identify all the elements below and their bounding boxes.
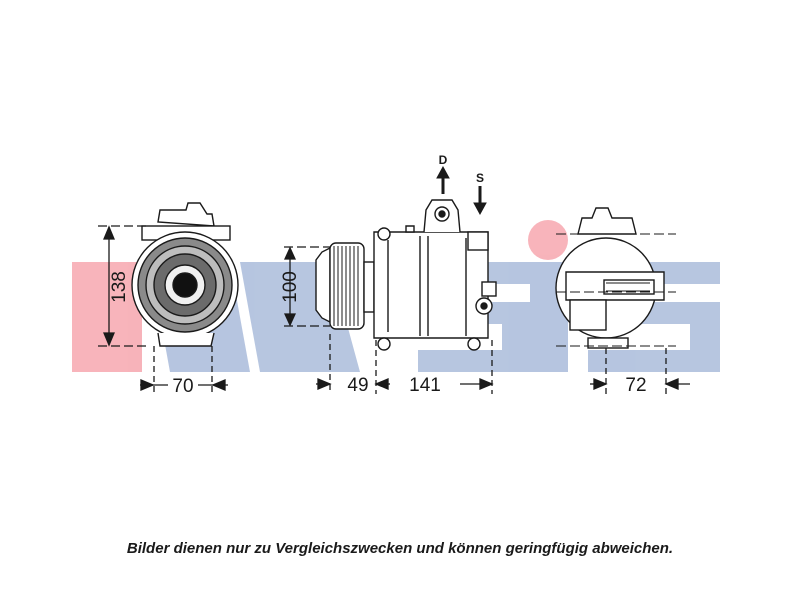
rear-width-dimension	[590, 348, 690, 396]
disclaimer-caption: Bilder dienen nur zu Vergleichszwecken u…	[126, 540, 674, 557]
front-width-label: 70	[172, 376, 193, 397]
front-height-label: 138	[109, 271, 130, 303]
pulley-grooves	[333, 246, 359, 326]
side-width-dimension	[316, 334, 494, 394]
port-d-label: D	[439, 153, 448, 167]
rear-view	[555, 207, 665, 349]
side-height-dimension	[283, 246, 330, 327]
port-s-arrow	[473, 186, 487, 216]
front-view	[131, 202, 239, 347]
centre-lines	[556, 233, 676, 347]
front-height-dimension	[98, 225, 150, 347]
port-d-arrow	[436, 165, 450, 194]
body-length-label: 141	[409, 375, 441, 396]
front-width-dimension	[140, 346, 228, 396]
side-height-label: 100	[280, 271, 301, 303]
pulley-width-label: 49	[347, 375, 368, 396]
side-view	[315, 199, 497, 351]
rear-width-label: 72	[625, 375, 646, 396]
port-s-label: S	[476, 171, 484, 185]
